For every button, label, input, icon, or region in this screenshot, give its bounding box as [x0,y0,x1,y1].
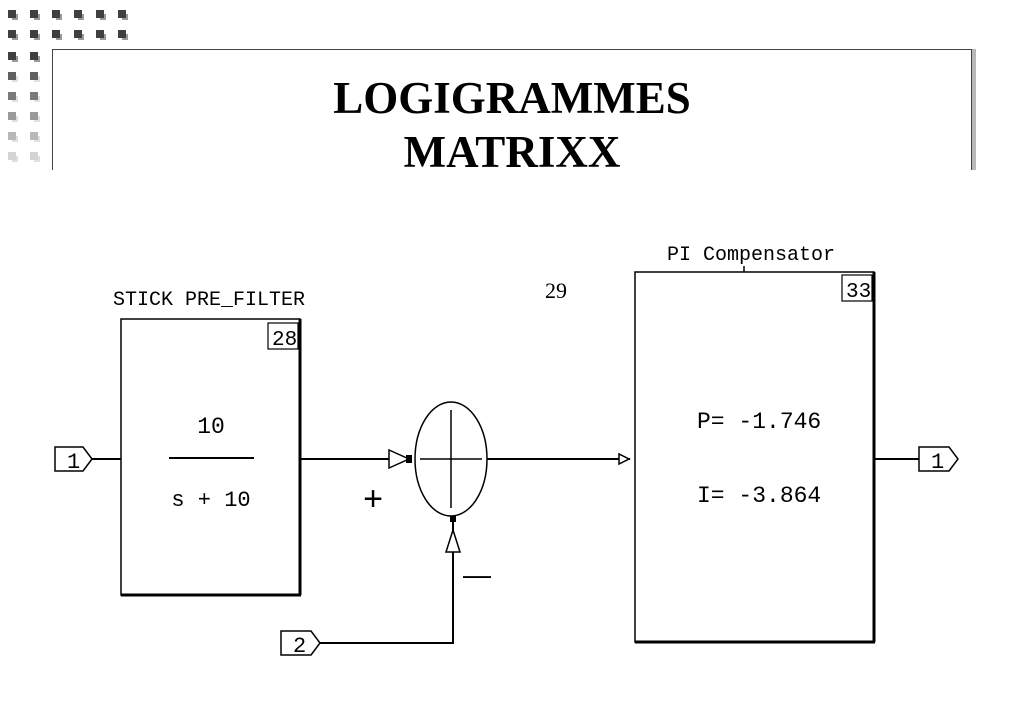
decorative-square [8,30,16,38]
sum-input-arrow-plus [388,448,411,470]
input-port-1[interactable]: 1 [54,446,93,475]
decorative-square [96,10,104,18]
decorative-square [74,10,82,18]
decorative-square [118,10,126,18]
decorative-square [8,52,16,60]
title-box: LOGIGRAMMES MATRIXX [52,49,972,175]
compensator-label: PI Compensator [667,244,835,267]
sum-block-id: 29 [545,278,567,303]
decorative-square [30,30,38,38]
summing-junction[interactable] [414,401,488,517]
input-port-2[interactable]: 2 [280,630,321,659]
decorative-square [30,152,38,160]
decorative-square [8,10,16,18]
decorative-square [30,112,38,120]
title-line-2: MATRIXX [403,127,621,177]
wire-in2-to-sum [320,519,454,644]
decorative-square [8,112,16,120]
output-port-1-label: 1 [931,450,944,475]
decorative-square [118,30,126,38]
decorative-square [8,72,16,80]
decorative-square [30,10,38,18]
prefilter-id-box [267,322,299,350]
compensator-id-box [841,274,873,302]
decorative-square [8,132,16,140]
decorative-square-pattern [8,10,128,162]
input-port-2-label: 2 [293,634,306,659]
decorative-square [74,30,82,38]
compensator-input-arrow [618,452,631,466]
sum-input-arrow-minus [444,527,462,553]
output-port-1[interactable]: 1 [918,446,959,475]
prefilter-block[interactable]: STICK PRE_FILTER 28 10 s + 10 [113,289,305,597]
decorative-square [52,30,60,38]
decorative-square [96,30,104,38]
i-gain: I= -3.864 [697,483,821,509]
decorative-square [52,10,60,18]
p-gain: P= -1.746 [697,409,821,435]
transfer-numerator: 10 [197,414,225,440]
transfer-denominator: s + 10 [171,488,250,513]
input-port-1-label: 1 [67,450,80,475]
title-line-1: LOGIGRAMMES [333,73,691,123]
decorative-square [30,132,38,140]
plus-sign: + [363,480,383,518]
decorative-square [30,92,38,100]
decorative-square [30,72,38,80]
decorative-square [8,152,16,160]
decorative-square [8,92,16,100]
compensator-id: 33 [846,281,871,304]
prefilter-label: STICK PRE_FILTER [113,289,305,312]
prefilter-id: 28 [272,329,297,352]
pi-compensator-block[interactable]: PI Compensator 33 P= -1.746 I= -3.864 [634,244,876,644]
minus-sign: — [463,559,491,590]
decorative-square [30,52,38,60]
